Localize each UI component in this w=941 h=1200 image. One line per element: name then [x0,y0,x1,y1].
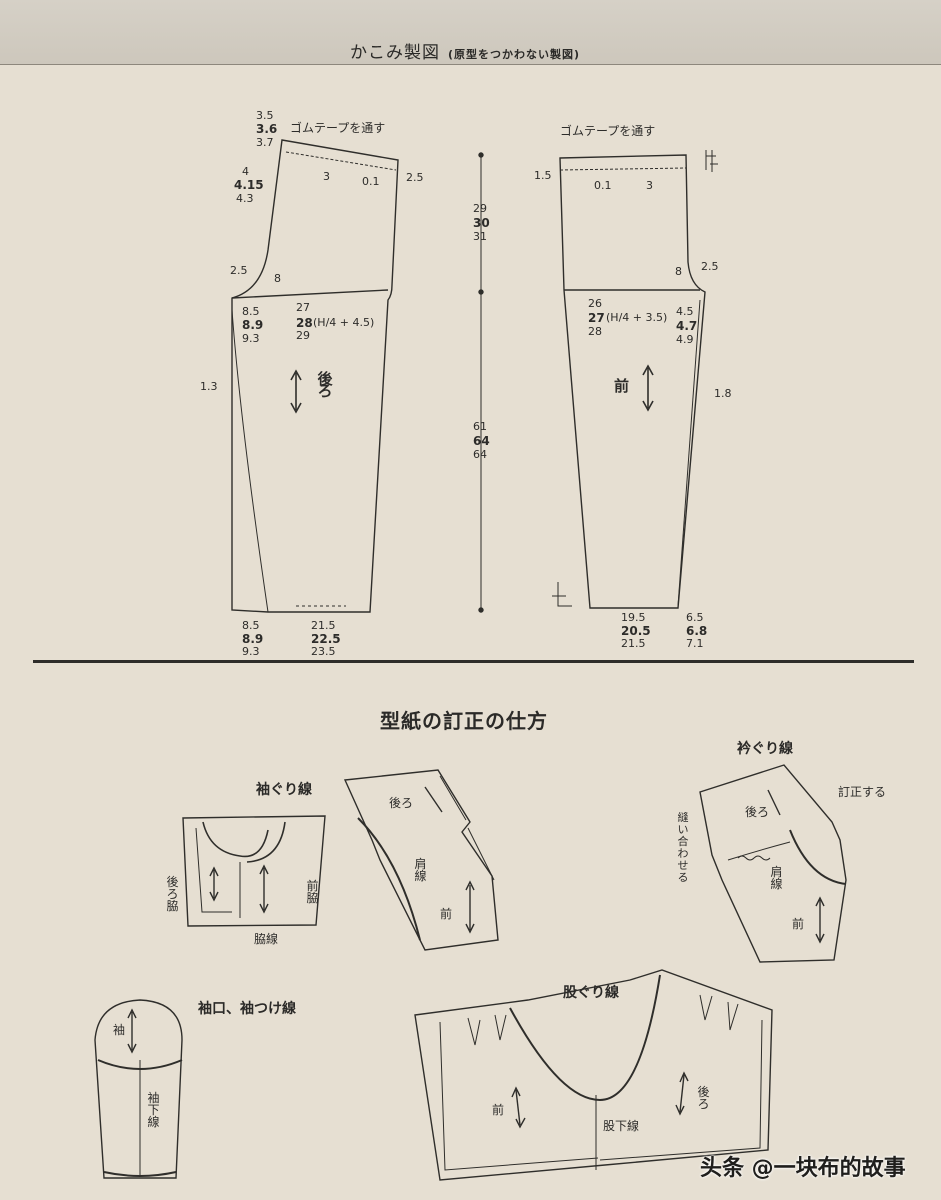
sleeve-label: 袖 [113,1023,126,1037]
front-hem-width-2: 20.5 [621,624,651,638]
back-hip-width-2: 28 [296,316,313,330]
front-piece-label: 前 [614,377,630,395]
back-hem-width-3: 23.5 [311,645,336,658]
back-crotch-ext-3: 9.3 [242,332,260,345]
front-crotch-ext-1: 4.5 [676,305,694,318]
back-hem-side-2: 8.9 [242,632,264,646]
neckline-correct: 訂正する [838,785,887,799]
header-bar: かこみ製図 (原型をつかわない製図) [0,0,941,65]
front-mark-3: 3 [646,179,653,192]
watermark: 头条 @一块布的故事 [700,1156,906,1181]
back-mark-3: 3 [323,170,330,183]
front-side-curve [677,299,701,607]
back-hem-width-1: 21.5 [311,619,336,632]
page-title: かこみ製図 (原型をつかわない製図) [350,38,580,63]
title-text: かこみ製図 [350,43,440,63]
back-crotch-25: 2.5 [230,264,248,277]
neckline-sew-note: 縫い合わせる部分を突き合わせる [677,812,689,882]
crotch-inseam: 股下線 [603,1119,640,1133]
rise-length-1: 29 [473,202,487,215]
front-hip-formula: (H/4 + 3.5) [606,311,668,324]
armhole-front: 前 [440,907,453,921]
crotch-front: 前 [492,1103,505,1117]
back-hem-side-1: 8.5 [242,619,260,632]
back-side-top-3: 4.3 [236,192,254,205]
front-hem-side-2: 6.8 [686,624,708,638]
armhole-bodice-piece [182,815,326,927]
armhole-shoulder: 肩線 [414,857,427,883]
crotch-back: 後ろ [697,1085,710,1111]
back-side-13: 1.3 [200,380,218,393]
back-waist-stitch [285,151,397,171]
front-hem-width-1: 19.5 [621,611,646,624]
front-mark-15: 1.5 [534,169,552,182]
armhole-side-line: 脇線 [254,932,279,946]
neckline-piece [699,764,847,963]
front-hip-width-1: 26 [588,297,602,310]
front-hem-side-1: 6.5 [686,611,704,624]
front-side-18: 1.8 [714,387,732,400]
rise-length-2: 30 [473,216,490,230]
front-hip-width-2: 27 [588,311,605,325]
front-panel-outline [559,154,706,609]
sleeve-piece [94,999,183,1179]
back-crotch-8: 8 [274,272,281,285]
front-elastic-label: ゴムテープを通す [560,124,656,138]
armhole-back: 後ろ [389,796,414,810]
inseam-length-2: 64 [473,434,490,448]
back-crotch-ext-2: 8.9 [242,318,264,332]
back-hip-width-3: 29 [296,329,310,342]
front-hip-width-3: 28 [588,325,602,338]
front-crotch-25: 2.5 [701,260,719,273]
crotch-title: 股ぐり線 [563,985,619,1001]
back-waist-meas-3: 3.7 [256,136,274,149]
neckline-front: 前 [792,917,805,931]
section-divider [33,660,914,663]
sleeve-title: 袖口、袖つけ線 [198,1001,296,1017]
inseam-length-1: 61 [473,420,487,433]
back-panel-outline [231,139,399,613]
front-hem-width-3: 21.5 [621,637,646,650]
sleeve-under: 袖下線 [147,1091,160,1129]
crotch-piece [414,969,773,1181]
section-title: 型紙の訂正の仕方 [380,709,548,733]
back-hip-line [231,289,389,299]
armhole-front-side: 前脇 [306,879,319,905]
back-side-top-2: 4.15 [234,178,264,192]
front-mark-01: 0.1 [594,179,612,192]
back-side-curve [231,309,269,613]
back-crotch-ext-1: 8.5 [242,305,260,318]
back-hip-formula: (H/4 + 4.5) [313,316,375,329]
neckline-shoulder: 肩線 [770,865,783,891]
armhole-back-side: 後ろ脇 [166,875,179,913]
front-hem-side-3: 7.1 [686,637,704,650]
rise-length-3: 31 [473,230,487,243]
inseam-length-3: 64 [473,448,487,461]
neckline-title: 衿ぐり線 [737,741,793,757]
back-piece-label: 後ろ [317,370,333,400]
armhole-title: 袖ぐり線 [256,782,312,798]
back-hem-side-3: 9.3 [242,645,260,658]
front-crotch-ext-2: 4.7 [676,319,698,333]
neckline-back: 後ろ [745,805,770,819]
front-crotch-ext-3: 4.9 [676,333,694,346]
back-mark-25: 2.5 [406,171,424,184]
front-crotch-8: 8 [675,265,682,278]
front-waist-stitch [559,167,687,171]
back-hip-width-1: 27 [296,301,310,314]
back-side-top-1: 4 [242,165,249,178]
back-hem-width-2: 22.5 [311,632,341,646]
armhole-shoulder-piece [343,769,499,951]
subtitle-text: (原型をつかわない製図) [448,48,581,61]
back-mark-01: 0.1 [362,175,380,188]
back-waist-meas-1: 3.5 [256,109,274,122]
back-elastic-label: ゴムテープを通す [290,121,386,135]
back-waist-meas-2: 3.6 [256,122,278,136]
